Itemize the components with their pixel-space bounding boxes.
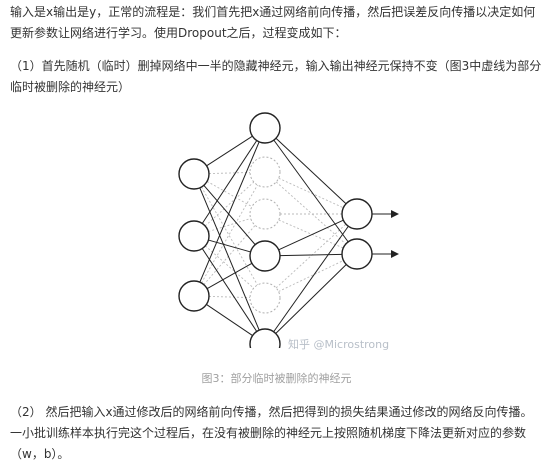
hidden-neuron-kept [249,240,281,272]
edge-dropped [205,245,254,289]
hidden-neuron-kept [249,328,281,348]
edge-active [279,253,343,257]
edge-active [278,219,344,251]
edge-active [199,187,260,331]
edge-dropped [204,181,255,227]
edge-dropped [208,171,251,175]
edge-active [206,262,253,290]
edge-active [206,135,253,167]
edge-active [201,140,258,224]
edge-dropped [208,218,251,232]
edge-active [201,248,258,332]
input-neuron [178,220,210,252]
input-neuron [178,158,210,190]
edge-active [275,137,347,205]
output-neuron [341,198,373,230]
edge-dropped [206,180,253,208]
edge-dropped [278,260,344,292]
hidden-neuron-dropped [249,156,281,188]
edge-active [206,303,253,337]
edge-active [199,141,260,283]
dropout-network-diagram [178,112,399,348]
edge-active [208,239,251,253]
watermark: 知乎 @Microstrong [288,338,390,351]
step1-paragraph: （1）首先随机（临时）删掉网络中一半的隐藏神经元，输入输出神经元保持不变（图3中… [10,59,542,94]
edge-active [203,185,256,245]
edge-dropped [275,181,347,245]
edge-dropped [208,295,251,299]
edge-dropped [201,184,258,284]
input-neuron [178,280,210,312]
edge-active [275,264,347,334]
edge-dropped [201,186,258,286]
edge-active [273,139,349,243]
step2-paragraph: （2） 然后把输入x通过修改后的网络前向传播，然后把得到的损失结果通过修改的网络… [10,405,533,461]
intro-paragraph: 输入是x输出是y，正常的流程是：我们首先把x通过网络前向传播，然后把误差反向传播… [10,5,536,40]
hidden-neuron-kept [249,112,281,144]
output-neuron [341,238,373,270]
hidden-neuron-dropped [249,282,281,314]
edge-active [273,225,349,333]
hidden-neuron-dropped [249,198,281,230]
figure-caption: 图3：部分临时被删除的神经元 [201,372,352,385]
